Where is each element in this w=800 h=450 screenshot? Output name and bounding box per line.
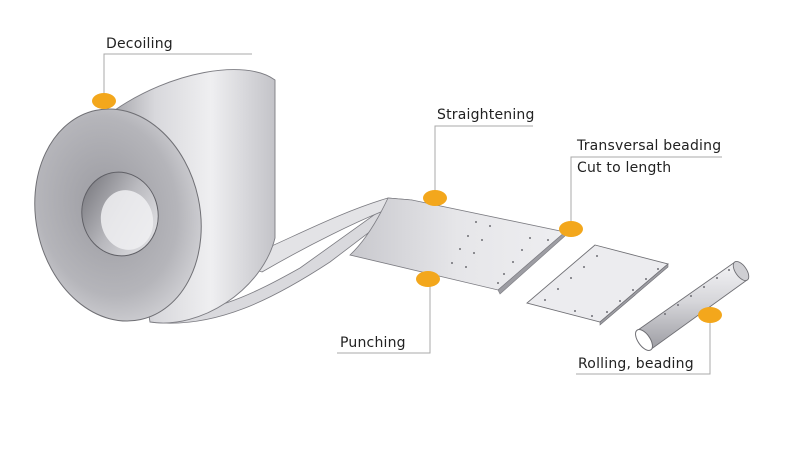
tube-near-end (635, 329, 653, 351)
sheet-edge (599, 263, 669, 326)
strip-edge-thickness (497, 231, 566, 295)
tube-holes (664, 269, 730, 315)
leader-decoiling (103, 53, 252, 101)
orange-dot-marker-transversal (559, 221, 583, 237)
sheet-holes (544, 255, 659, 317)
markers (92, 93, 722, 323)
orange-dot-marker-decoiling (92, 93, 116, 109)
label-punching: Punching (340, 335, 406, 351)
label-cut-to-length: Cut to length (577, 160, 672, 176)
label-rolling-beading: Rolling, beading (578, 356, 694, 372)
leader-straightening (434, 125, 533, 197)
label-transversal-beading: Transversal beading (577, 138, 722, 154)
coil-bore-inner (100, 190, 154, 250)
punched-holes (451, 221, 549, 284)
orange-dot-marker-straightening (423, 190, 447, 206)
leader-transversal (570, 156, 722, 229)
leader-lines (103, 53, 722, 375)
steel-coil (34, 69, 276, 324)
orange-dot-marker-rolling (698, 307, 722, 323)
steel-strip (149, 197, 566, 324)
tube-far-end (732, 261, 750, 281)
leader-punching (337, 280, 431, 354)
label-decoiling: Decoiling (106, 36, 173, 52)
orange-dot-marker-punching (416, 271, 440, 287)
leader-rolling (576, 315, 711, 375)
label-straightening: Straightening (437, 107, 535, 123)
strip-flat (349, 197, 566, 291)
rolled-tube (635, 261, 750, 351)
cut-sheet (526, 244, 669, 326)
